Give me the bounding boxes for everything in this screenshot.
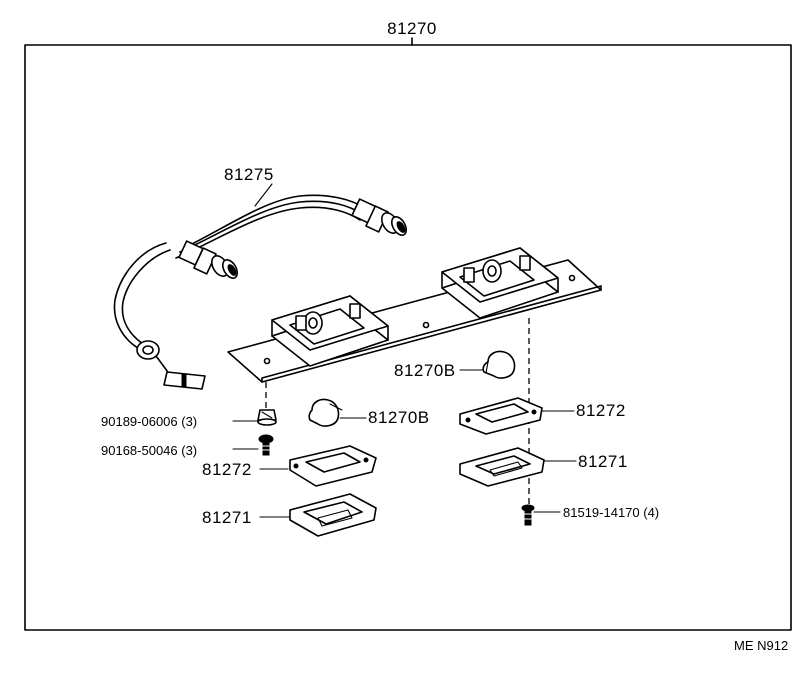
gasket-right-label: 81272 [576, 401, 626, 420]
lens-right-label: 81271 [578, 452, 628, 471]
fastener-screw-right [521, 504, 535, 526]
fastener-screw-left [258, 434, 274, 456]
assembly-number-label: 81270 [387, 19, 437, 38]
bulb-right [482, 350, 516, 379]
fastener-clip [257, 409, 277, 426]
gasket-left [289, 445, 377, 487]
bulb-socket-left [178, 240, 239, 279]
gasket-right [459, 397, 543, 435]
bulb-left-label: 81270B [368, 408, 430, 427]
wire-harness-label: 81275 [224, 165, 274, 184]
fastener-2-label: 90168-50046 (3) [101, 443, 197, 458]
bulb-right-label: 81270B [394, 361, 456, 380]
diagram-frame [24, 37, 792, 631]
lens-left [289, 493, 377, 537]
gasket-left-label: 81272 [202, 460, 252, 479]
bulb-left [308, 398, 343, 427]
page-code-label: ME N912 [734, 638, 788, 653]
fastener-1-label: 90189-06006 (3) [101, 414, 197, 429]
bulb-socket-right [351, 198, 408, 236]
lamp-base-plate [227, 247, 602, 383]
lens-right [459, 447, 545, 487]
screw-right-label: 81519-14170 (4) [563, 505, 659, 520]
wire-harness [113, 194, 408, 390]
lens-left-label: 81271 [202, 508, 252, 527]
leader-lines [232, 183, 577, 518]
